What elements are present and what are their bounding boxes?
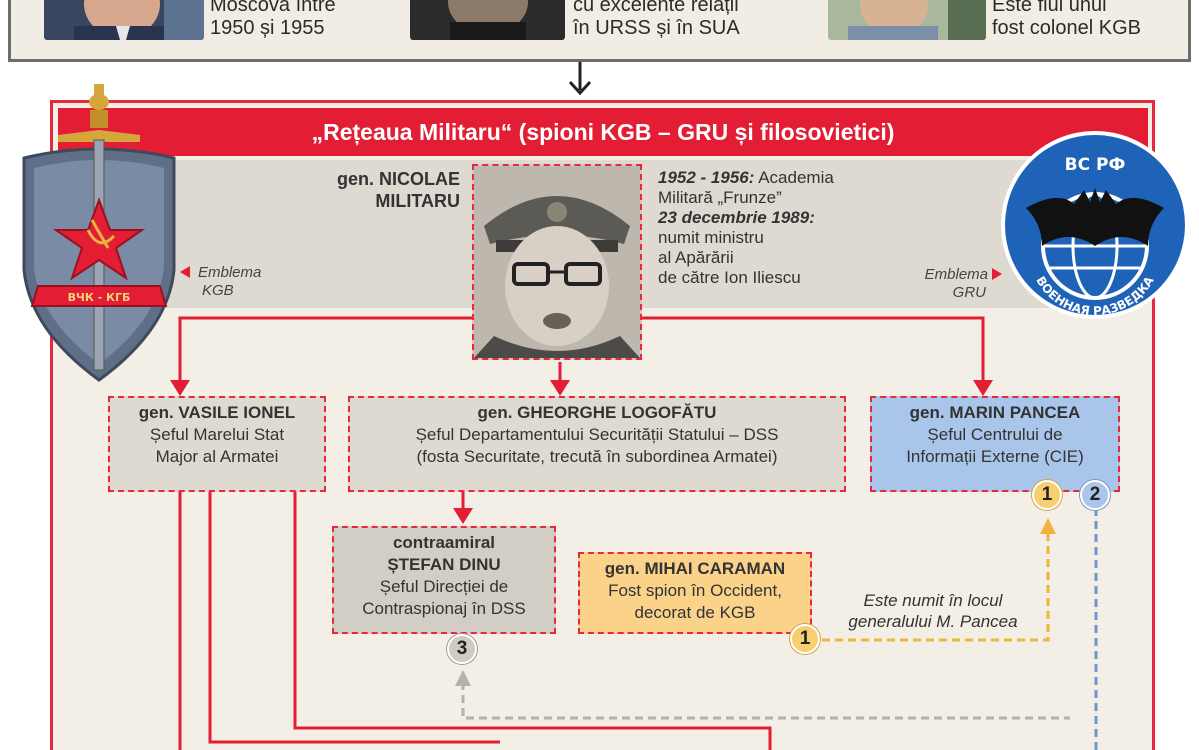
- badge-2-pancea: 2: [1080, 480, 1110, 510]
- militaru-name: gen. NICOLAE MILITARU: [336, 169, 460, 211]
- top-down-arrow: [568, 62, 592, 96]
- militaru-portrait: [472, 164, 642, 360]
- portrait-1-image: [44, 0, 204, 40]
- kgb-emblem-label: Emblema KGB: [198, 264, 262, 299]
- portrait-thumbnail-1: [44, 0, 204, 40]
- node-marin-pancea: gen. MARIN PANCEA Șeful Centrului de Inf…: [870, 396, 1120, 492]
- line-to-ionel: [178, 316, 472, 388]
- militaru-bio: 1952 - 1956: Academia Militară „Frunze” …: [658, 168, 834, 287]
- kgb-emblem: ВЧК - КГБ: [22, 84, 176, 382]
- portrait-3-image: [828, 0, 986, 40]
- replacement-note: Este numit în locul generalului M. Pance…: [848, 591, 1018, 631]
- gru-pointer: [992, 268, 1002, 280]
- portrait-thumbnail-2: [410, 0, 565, 40]
- top-panel: [8, 0, 1191, 62]
- gru-top-text: ВС РФ: [1065, 155, 1126, 175]
- badge-1-pancea: 1: [1032, 480, 1062, 510]
- node-stefan-dinu: contraamiral ȘTEFAN DINU Șeful Direcției…: [332, 526, 556, 634]
- portrait-thumbnail-3: [828, 0, 986, 40]
- badge-3-dinu: 3: [447, 634, 477, 664]
- line-to-pancea: [642, 316, 985, 388]
- kgb-ribbon-text: ВЧК - КГБ: [68, 291, 131, 304]
- gru-emblem-label: Emblema GRU: [924, 266, 988, 301]
- node-gheorghe-logofatu: gen. GHEORGHE LOGOFĂTU Șeful Departament…: [348, 396, 846, 492]
- network-title: „Rețeaua Militaru“ (spioni KGB – GRU și …: [58, 108, 1148, 156]
- yellow-arrowhead: [1040, 518, 1056, 534]
- kgb-pointer: [180, 266, 190, 278]
- node-vasile-ionel: gen. VASILE IONEL Șeful Marelui Stat Maj…: [108, 396, 326, 492]
- grey-arrowhead: [455, 670, 471, 686]
- ionel-down-3: [293, 492, 772, 750]
- badge-1-caraman: 1: [790, 624, 820, 654]
- gru-emblem: ВС РФ ВОЕННАЯ РАЗВЕДКА: [1001, 131, 1189, 319]
- node-mihai-caraman: gen. MIHAI CARAMAN Fost spion în Occiden…: [578, 552, 812, 634]
- arrowheads: [170, 380, 993, 524]
- yellow-dashed-link: [822, 530, 1050, 642]
- militaru-portrait-image: [474, 166, 640, 358]
- portrait-2-image: [410, 0, 565, 40]
- grey-dashed-link: [461, 682, 1070, 720]
- ionel-down-2: [208, 492, 500, 744]
